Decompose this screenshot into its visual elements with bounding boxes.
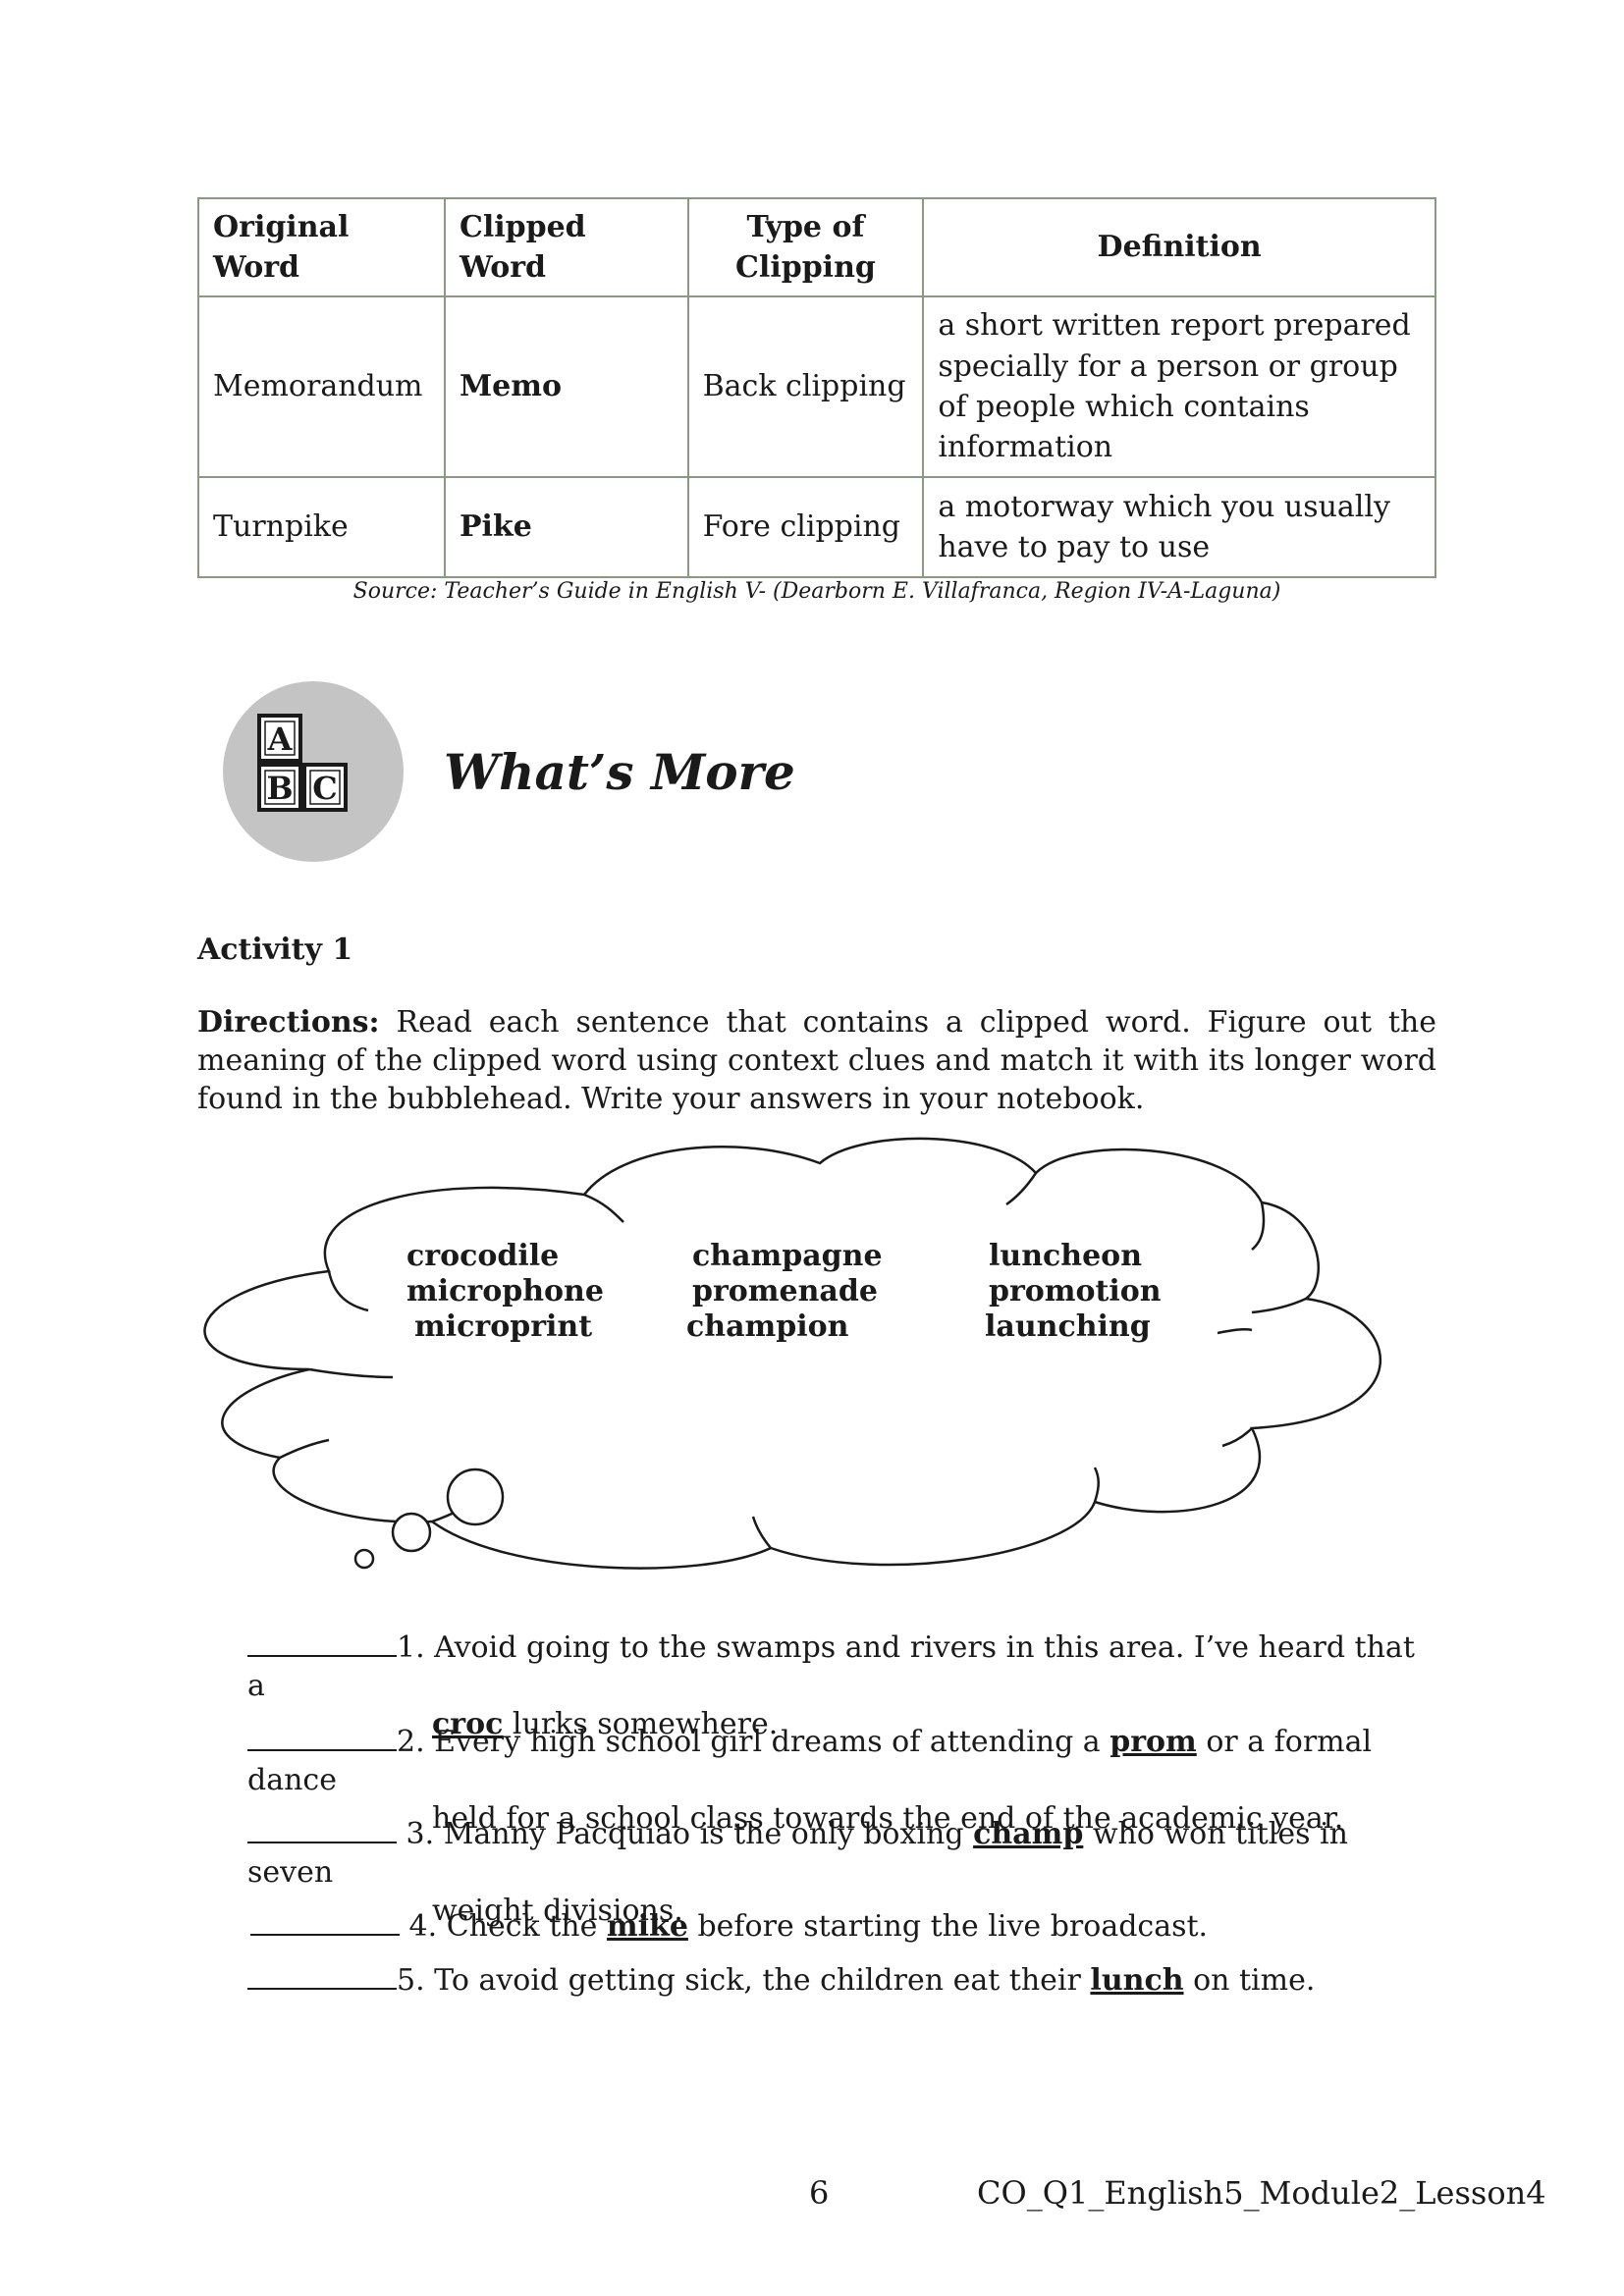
cell-definition: a short written report prepared speciall… bbox=[922, 295, 1436, 478]
bubble-word: champagne bbox=[692, 1239, 883, 1273]
bubble-word: crocodile bbox=[406, 1239, 560, 1273]
clipping-table: Original Word Clipped Word Type of Clipp… bbox=[197, 197, 1436, 578]
cell-original: Memorandum bbox=[197, 295, 446, 478]
directions: Directions: Read each sentence that cont… bbox=[197, 1003, 1436, 1118]
cell-type: Fore clipping bbox=[686, 476, 925, 578]
item-text-before: Avoid going to the swamps and rivers in … bbox=[247, 1630, 1415, 1703]
bubble-word: promotion bbox=[989, 1274, 1162, 1308]
item-text-after: who won titles in seven bbox=[247, 1817, 1348, 1890]
block-letter-b: B bbox=[266, 770, 293, 807]
item-text-before: Check the bbox=[437, 1909, 607, 1944]
activity-title: Activity 1 bbox=[197, 933, 353, 967]
item-text-before: Every high school girl dreams of attendi… bbox=[424, 1725, 1110, 1759]
header-definition: Definition bbox=[922, 197, 1436, 297]
block-letter-a: A bbox=[267, 721, 294, 758]
block-letter-c: C bbox=[312, 770, 337, 807]
list-item: 2. Every high school girl dreams of atte… bbox=[247, 1723, 1437, 1838]
item-text-after: lurks somewhere. bbox=[503, 1707, 779, 1741]
item-text-line2: held for a school class towards the end … bbox=[432, 1801, 1344, 1836]
bubble-words-col3: luncheon promotion launching bbox=[985, 1239, 1162, 1345]
clipped-word: prom bbox=[1110, 1725, 1197, 1759]
abc-blocks-icon: A B C bbox=[222, 680, 405, 863]
item-text-after: or a formal dance bbox=[247, 1725, 1373, 1797]
cell-clipped: Memo bbox=[443, 295, 689, 478]
header-type-line1: Type of bbox=[746, 209, 865, 244]
cell-clipped: Pike bbox=[443, 476, 689, 578]
bubble-word: promenade bbox=[692, 1274, 878, 1308]
header-type-line2: Clipping bbox=[735, 250, 876, 285]
clipped-word: mike bbox=[606, 1909, 688, 1944]
answer-blank[interactable] bbox=[247, 1962, 397, 1990]
bubble-word: microphone bbox=[406, 1274, 604, 1308]
header-type-of-clipping: Type of Clipping bbox=[686, 197, 925, 297]
clipped-word: lunch bbox=[1090, 1963, 1184, 1998]
bubble-words-col2: champagne promenade champion bbox=[686, 1239, 883, 1345]
list-item: 4. Check the mike before starting the li… bbox=[250, 1907, 1440, 1946]
answer-blank[interactable] bbox=[247, 1816, 397, 1843]
page-number: 6 bbox=[809, 2174, 830, 2212]
item-number: 4. bbox=[408, 1909, 438, 1944]
directions-text: Read each sentence that contains a clipp… bbox=[197, 1005, 1436, 1116]
item-number: 5. bbox=[397, 1963, 425, 1998]
item-text-before: Manny Pacquiao is the only boxing bbox=[434, 1817, 974, 1851]
item-text-before: To avoid getting sick, the children eat … bbox=[424, 1963, 1091, 1998]
item-number: 2. bbox=[397, 1725, 425, 1759]
source-caption: Source: Teacher’s Guide in English V- (D… bbox=[352, 579, 1281, 604]
item-text-line2: weight divisions. bbox=[432, 1894, 683, 1928]
list-item: 5. To avoid getting sick, the children e… bbox=[247, 1961, 1437, 2000]
cell-type: Back clipping bbox=[686, 295, 925, 478]
table-header-row: Original Word Clipped Word Type of Clipp… bbox=[197, 197, 1436, 297]
directions-label: Directions: bbox=[197, 1005, 380, 1040]
section-title: What’s More bbox=[444, 743, 795, 801]
thought-bubble bbox=[203, 1137, 1381, 1570]
bubble-word: luncheon bbox=[989, 1239, 1143, 1273]
answer-blank[interactable] bbox=[247, 1629, 397, 1657]
item-text-after: before starting the live broadcast. bbox=[687, 1909, 1209, 1944]
item-number: 1. bbox=[397, 1630, 425, 1665]
header-clipped-word: Clipped Word bbox=[443, 197, 689, 297]
cell-original: Turnpike bbox=[197, 476, 446, 578]
bubble-word: champion bbox=[686, 1309, 849, 1344]
cell-definition: a motorway which you usually have to pay… bbox=[922, 476, 1436, 578]
clipped-word: croc bbox=[432, 1707, 504, 1741]
table-row: Turnpike Pike Fore clipping a motorway w… bbox=[197, 476, 1436, 578]
bubble-word: microprint bbox=[414, 1309, 593, 1344]
bubble-word: launching bbox=[985, 1309, 1151, 1344]
answer-blank[interactable] bbox=[247, 1724, 397, 1751]
item-number: 3. bbox=[406, 1817, 435, 1851]
module-code: CO_Q1_English5_Module2_Lesson4 bbox=[977, 2174, 1546, 2212]
bubble-words-col1: crocodile microphone microprint bbox=[406, 1239, 604, 1345]
item-text-after: on time. bbox=[1183, 1963, 1316, 1998]
list-item: 1. Avoid going to the swamps and rivers … bbox=[247, 1629, 1437, 1743]
answer-blank[interactable] bbox=[250, 1908, 400, 1936]
clipped-word: champ bbox=[973, 1817, 1084, 1851]
table-row: Memorandum Memo Back clipping a short wr… bbox=[197, 295, 1436, 478]
header-original-word: Original Word bbox=[197, 197, 446, 297]
list-item: 3. Manny Pacquiao is the only boxing cha… bbox=[247, 1815, 1437, 1930]
